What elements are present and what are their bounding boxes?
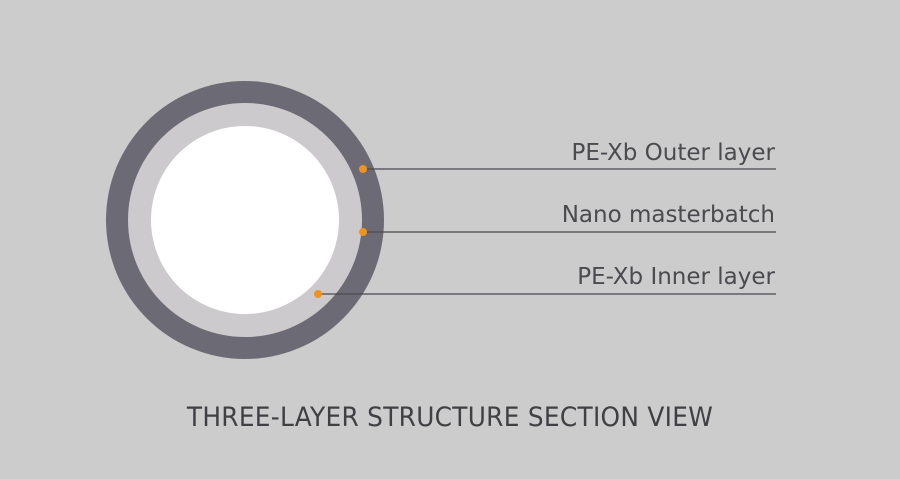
diagram-caption: THREE-LAYER STRUCTURE SECTION VIEW	[186, 402, 714, 433]
marker-dot-inner	[314, 290, 322, 298]
marker-dot-outer	[359, 165, 367, 173]
label-nano-masterbatch: Nano masterbatch	[562, 202, 775, 228]
marker-dot-middle	[359, 228, 367, 236]
inner-core	[151, 126, 339, 314]
label-inner-layer: PE-Xb Inner layer	[577, 264, 775, 290]
label-outer-layer: PE-Xb Outer layer	[571, 140, 775, 166]
